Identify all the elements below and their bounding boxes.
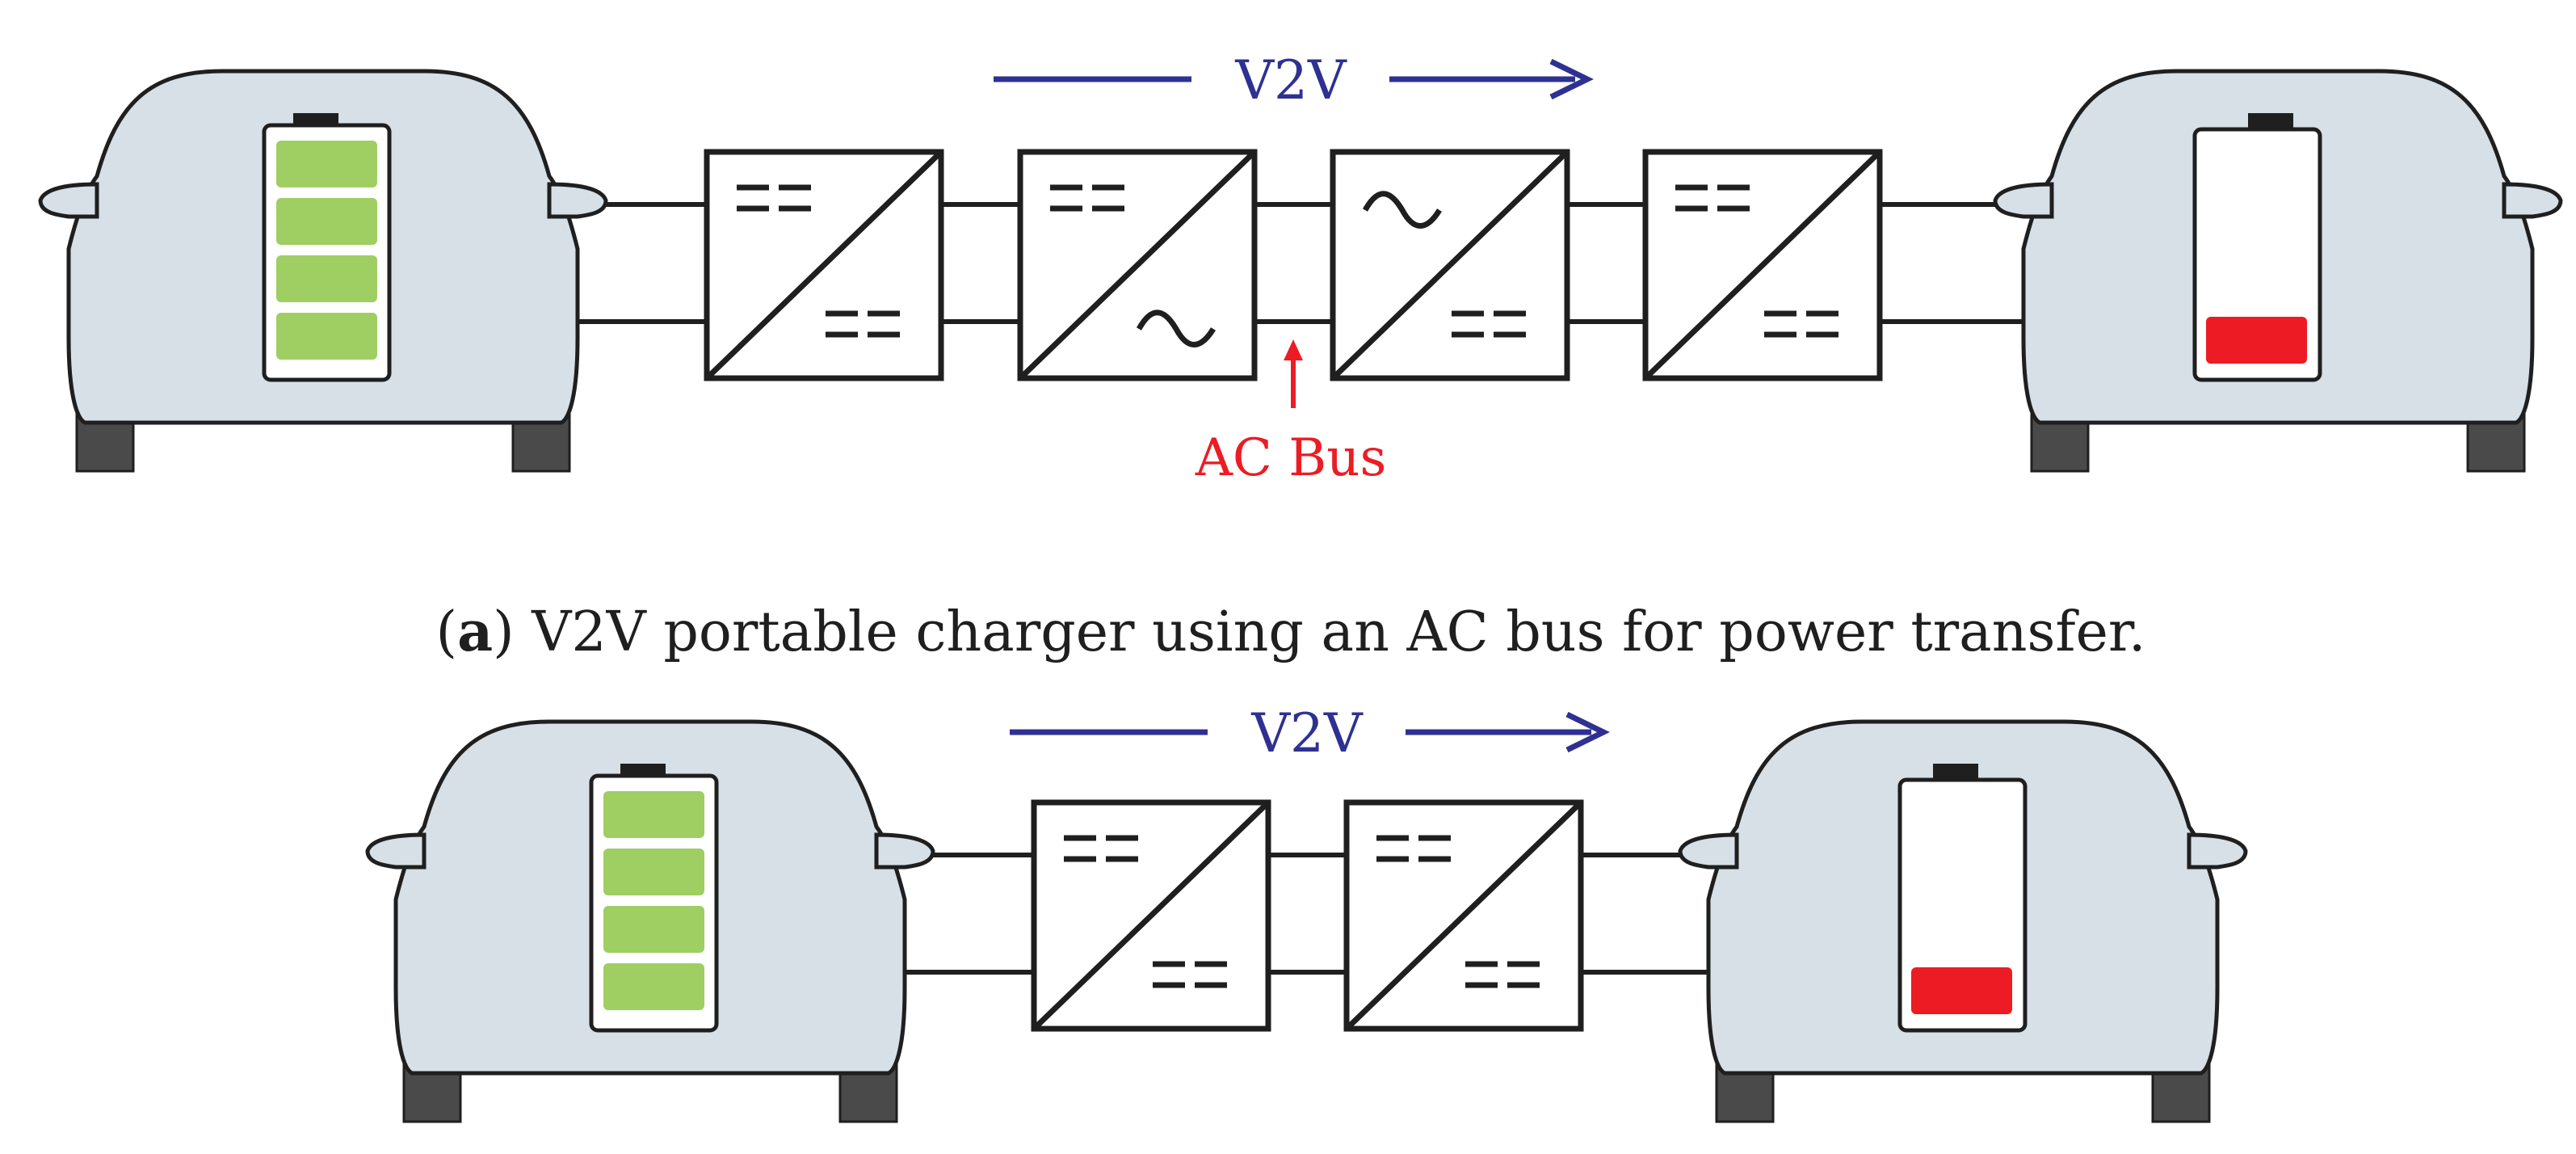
battery-cell-low xyxy=(1911,967,2012,1014)
converter-dc-ac xyxy=(1017,149,1258,381)
battery-cell xyxy=(276,313,377,360)
flow-arrow-b: V2V xyxy=(1010,702,1610,764)
battery-cell-low xyxy=(2206,317,2307,364)
target-battery-b xyxy=(1897,764,2028,1033)
battery-cell xyxy=(276,141,377,187)
ac-bus-marker: AC Bus xyxy=(1195,339,1387,488)
flow-arrow-a: V2V xyxy=(994,49,1594,112)
diagram-a: V2V AC Bus (a) V2V portable charger usin… xyxy=(40,49,2561,664)
converter-dc-dc xyxy=(1031,799,1271,1032)
source-battery-a xyxy=(262,113,392,382)
converter-ac-dc xyxy=(1330,149,1570,381)
battery-cell xyxy=(603,906,704,953)
converter-dc-dc xyxy=(704,149,944,381)
diagram-b: V2V xyxy=(368,702,2246,1122)
ac-bus-label: AC Bus xyxy=(1195,428,1387,488)
target-battery-a xyxy=(2192,113,2322,382)
converter-dc-dc xyxy=(1343,799,1584,1032)
battery-cell xyxy=(276,198,377,245)
source-battery-b xyxy=(589,764,719,1033)
battery-cell xyxy=(603,791,704,838)
battery-cell xyxy=(276,255,377,302)
converter-dc-dc xyxy=(1642,149,1883,381)
flow-label: V2V xyxy=(1234,49,1347,112)
flow-label: V2V xyxy=(1250,702,1364,764)
battery-cell xyxy=(603,849,704,895)
caption-a: (a) V2V portable charger using an AC bus… xyxy=(436,600,2146,664)
battery-cell xyxy=(603,963,704,1010)
